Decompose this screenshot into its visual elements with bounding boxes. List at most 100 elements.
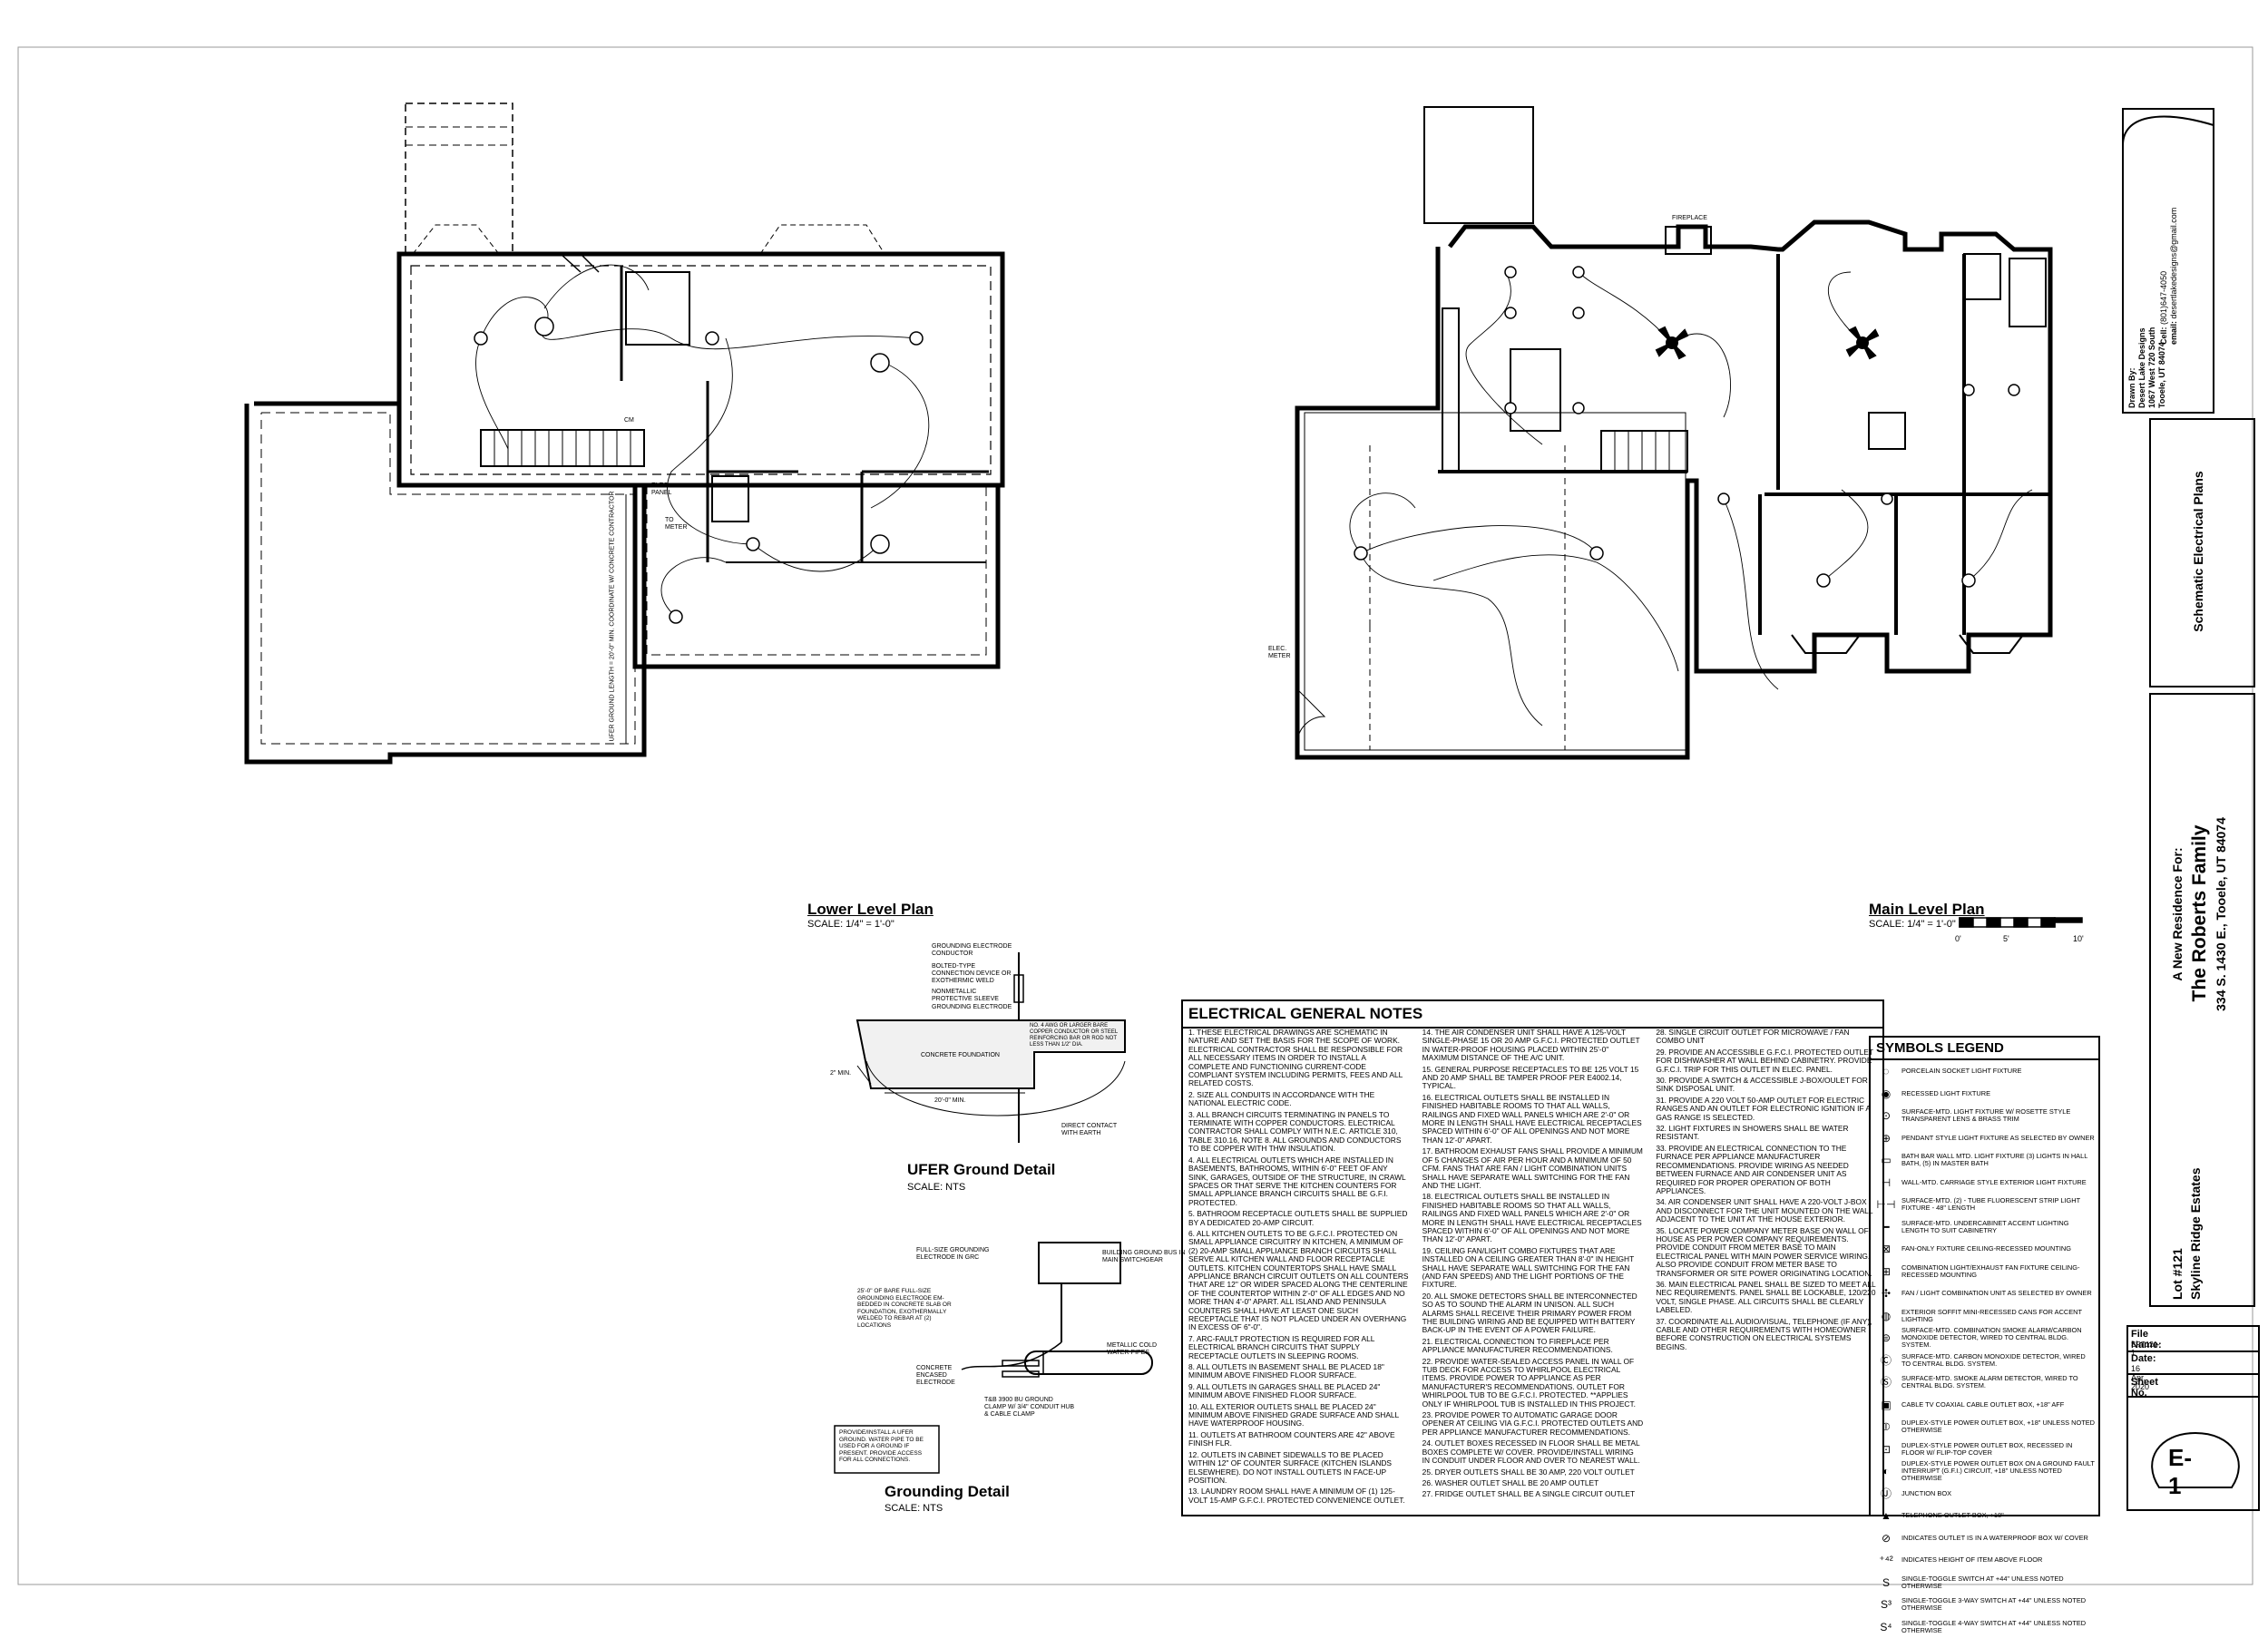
gnd-bus-label: BUILDING GROUND BUS IN MAIN SWITCHGEAR (1102, 1250, 1188, 1264)
family-name: The Roberts Family (2189, 773, 2211, 1054)
fireplace-label: FIREPLACE (1672, 215, 1707, 222)
note-item: 33. PROVIDE AN ELECTRICAL CONNECTION TO … (1656, 1145, 1877, 1195)
main-plan-title: Main Level Plan (1869, 901, 1985, 919)
duplex-outlet-icon: ⦶ (1871, 1423, 1901, 1430)
ufer-no4-label: NO. 4 AWG OR LARGER BARE COPPER CONDUCTO… (1030, 1023, 1125, 1048)
ufer-foundation-label: CONCRETE FOUNDATION (921, 1052, 1000, 1059)
fan-only-icon: ⊠ (1871, 1245, 1901, 1253)
grounding-scale: SCALE: NTS (885, 1503, 943, 1514)
scale-bar (1960, 918, 2082, 927)
legend-row: ✣FAN / LIGHT COMBINATION UNIT AS SELECTE… (1871, 1282, 2098, 1305)
note-item: 29. PROVIDE AN ACCESSIBLE G.F.C.I. PROTE… (1656, 1048, 1877, 1074)
legend-row: ◉RECESSED LIGHT FIXTURE (1871, 1083, 2098, 1106)
legend-text: DUPLEX-STYLE POWER OUTLET BOX, +18" UNLE… (1901, 1419, 2098, 1434)
legend-text: DUPLEX-STYLE POWER OUTLET BOX, RECESSED … (1901, 1442, 2098, 1457)
note-item: 13. LAUNDRY ROOM SHALL HAVE A MINIMUM OF… (1188, 1487, 1410, 1505)
note-item: 32. LIGHT FIXTURES IN SHOWERS SHALL BE W… (1656, 1125, 1877, 1142)
date-label: Date: (2131, 1353, 2156, 1364)
note-item: 26. WASHER OUTLET SHALL BE 20 AMP OUTLET (1422, 1479, 1644, 1487)
ufer-min20-label: 20'-0" MIN. (934, 1097, 966, 1105)
electrical-general-notes: ELECTRICAL GENERAL NOTES 1. THESE ELECTR… (1181, 999, 1884, 1516)
note-item: 8. ALL OUTLETS IN BASEMENT SHALL BE PLAC… (1188, 1363, 1410, 1380)
note-item: 7. ARC-FAULT PROTECTION IS REQUIRED FOR … (1188, 1335, 1410, 1360)
lot-number: Lot #121 (2170, 1155, 2185, 1300)
legend-row: ⊢⊣SURFACE-MTD. (2) - TUBE FLUORESCENT ST… (1871, 1194, 2098, 1216)
note-item: 24. OUTLET BOXES RECESSED IN FLOOR SHALL… (1422, 1439, 1644, 1465)
legend-row: ⦶DUPLEX-STYLE POWER OUTLET BOX, +18" UNL… (1871, 1416, 2098, 1438)
legend-row: ⊣WALL-MTD. CARRIAGE STYLE EXTERIOR LIGHT… (1871, 1172, 2098, 1194)
note-item: 16. ELECTRICAL OUTLETS SHALL BE INSTALLE… (1422, 1094, 1644, 1145)
surface-light-icon: ⊙ (1871, 1112, 1901, 1119)
height-icon: ⁺⁴² (1871, 1556, 1901, 1564)
note-item: 25. DRYER OUTLETS SHALL BE 30 AMP, 220 V… (1422, 1468, 1644, 1477)
telephone-icon: ▲ (1871, 1512, 1901, 1519)
gnd-full-size-label: FULL-SIZE GROUNDING ELECTRODE IN GRC (916, 1247, 998, 1262)
note-item: 15. GENERAL PURPOSE RECEPTACLES TO BE 12… (1422, 1066, 1644, 1091)
note-item: 37. COORDINATE ALL AUDIO/VISUAL, TELEPHO… (1656, 1318, 1877, 1352)
legend-text: SURFACE-MTD. LIGHT FIXTURE W/ ROSETTE ST… (1901, 1108, 2098, 1123)
pendant-light-icon: ⊕ (1871, 1135, 1901, 1142)
note-item: 23. PROVIDE POWER TO AUTOMATIC GARAGE DO… (1422, 1411, 1644, 1437)
contact-block: Cell: (801)647-4050 email: desertlakedes… (2159, 145, 2195, 345)
gnd-provide-ufer-label: PROVIDE/INSTALL A UFER GROUND. WATER PIP… (839, 1429, 934, 1464)
note-item: 5. BATHROOM RECEPTACLE OUTLETS SHALL BE … (1188, 1210, 1410, 1227)
note-item: 35. LOCATE POWER COMPANY METER BASE ON W… (1656, 1227, 1877, 1278)
recessed-light-icon: ◉ (1871, 1090, 1901, 1097)
main-plan-scale: SCALE: 1/4" = 1'-0" (1869, 919, 1956, 930)
gfi-outlet-icon: ◐ (1871, 1467, 1901, 1475)
legend-text: SINGLE-TOGGLE 3-WAY SWITCH AT +44" UNLES… (1901, 1597, 2098, 1612)
note-item: 1. THESE ELECTRICAL DRAWINGS ARE SCHEMAT… (1188, 1029, 1410, 1088)
sheet-title: Schematic Electrical Plans (2191, 420, 2205, 683)
scalebar-5: 5' (2003, 934, 2009, 943)
switch-4way-icon: S⁴ (1871, 1623, 1901, 1631)
ufer-sleeve-label: NONMETALLIC PROTECTIVE SLEEVE (932, 989, 1013, 1003)
ufer-min2-label: 2" MIN. (830, 1070, 851, 1077)
legend-text: PENDANT STYLE LIGHT FIXTURE AS SELECTED … (1901, 1135, 2098, 1142)
legend-text: COMBINATION LIGHT/EXHAUST FAN FIXTURE CE… (1901, 1264, 2098, 1279)
scalebar-10: 10' (2073, 934, 2084, 943)
ufer-gec-label: GROUNDING ELECTRODE CONDUCTOR (932, 943, 1013, 958)
drawn-by-label: Drawn By: (2127, 163, 2137, 408)
company-address-1: 1067 West 720 South (2147, 163, 2157, 408)
note-item: 9. ALL OUTLETS IN GARAGES SHALL BE PLACE… (1188, 1383, 1410, 1400)
note-item: 30. PROVIDE A SWITCH & ACCESSIBLE J-BOX/… (1656, 1077, 1877, 1094)
residence-for: A New Residence For: (2170, 778, 2185, 1050)
legend-text: DUPLEX-STYLE POWER OUTLET BOX ON A GROUN… (1901, 1460, 2098, 1482)
email-address: desertlakedesigns@gmail.com (2169, 208, 2178, 319)
sheet-no-label: Sheet No. (2131, 1377, 2158, 1399)
legend-text: SURFACE-MTD. (2) - TUBE FLUORESCENT STRI… (1901, 1197, 2098, 1212)
lower-level-plan (247, 103, 1002, 762)
gnd-encased-label: CONCRETE ENCASED ELECTRODE (916, 1365, 966, 1387)
note-item: 21. ELECTRICAL CONNECTION TO FIREPLACE P… (1422, 1338, 1644, 1355)
ufer-bolted-label: BOLTED-TYPE CONNECTION DEVICE OR EXOTHER… (932, 963, 1013, 985)
site-address: 334 S. 1430 E., Tooele, UT 84074 (2214, 778, 2228, 1050)
legend-text: CABLE TV COAXIAL CABLE OUTLET BOX, +18" … (1901, 1401, 2098, 1409)
note-item: 6. ALL KITCHEN OUTLETS TO BE G.F.C.I. PR… (1188, 1230, 1410, 1332)
wall-carriage-icon: ⊣ (1871, 1179, 1901, 1186)
legend-text: SURFACE-MTD. CARBON MONOXIDE DETECTOR, W… (1901, 1353, 2098, 1368)
junction-box-icon: Ⓙ (1871, 1490, 1901, 1497)
note-item: 17. BATHROOM EXHAUST FANS SHALL PROVIDE … (1422, 1147, 1644, 1190)
legend-title: SYMBOLS LEGEND (1871, 1038, 2098, 1060)
legend-text: JUNCTION BOX (1901, 1490, 2098, 1497)
legend-row: ⊕PENDANT STYLE LIGHT FIXTURE AS SELECTED… (1871, 1127, 2098, 1150)
legend-text: SURFACE-MTD. SMOKE ALARM DETECTOR, WIRED… (1901, 1375, 2098, 1389)
legend-text: SINGLE-TOGGLE SWITCH AT +44" UNLESS NOTE… (1901, 1575, 2098, 1590)
note-item: 20. ALL SMOKE DETECTORS SHALL BE INTERCO… (1422, 1292, 1644, 1335)
ufer-electrode-label: GROUNDING ELECTRODE (932, 1004, 1013, 1011)
combo-fan-icon: ⊞ (1871, 1268, 1901, 1275)
note-item: 34. AIR CONDENSER UNIT SHALL HAVE A 220-… (1656, 1198, 1877, 1224)
legend-text: SURFACE-MTD. UNDERCABINET ACCENT LIGHTIN… (1901, 1220, 2098, 1234)
note-item: 10. ALL EXTERIOR OUTLETS SHALL BE PLACED… (1188, 1403, 1410, 1428)
company-name: Desert Lake Designs (2137, 163, 2147, 408)
subdivision: Skyline Ridge Estates (2188, 1155, 2203, 1300)
legend-text: FAN / LIGHT COMBINATION UNIT AS SELECTED… (1901, 1290, 2098, 1297)
legend-row: ⊜SURFACE-MTD. COMBINATION SMOKE ALARM/CA… (1871, 1327, 2098, 1350)
legend-text: INDICATES HEIGHT OF ITEM ABOVE FLOOR (1901, 1556, 2098, 1564)
email-label: email: (2169, 321, 2178, 345)
gnd-clamp-label: T&B 3900 BU GROUND CLAMP W/ 3/4" CONDUIT… (984, 1397, 1075, 1419)
switch-3way-icon: S³ (1871, 1601, 1901, 1608)
